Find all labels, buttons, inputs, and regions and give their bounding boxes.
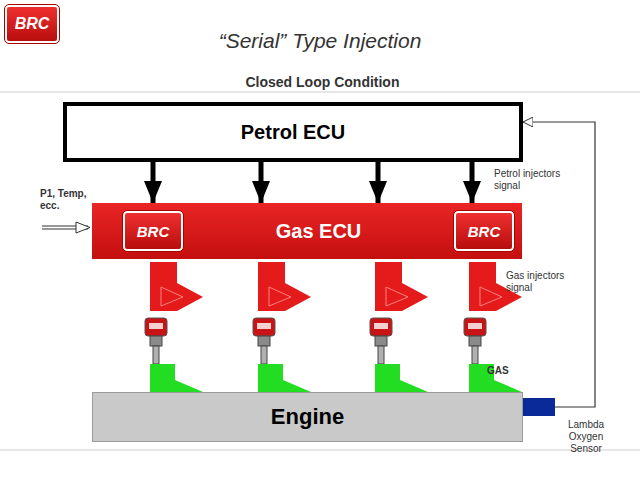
brand-logo: BRC — [123, 211, 183, 251]
input-arrowhead — [76, 222, 90, 233]
page-title: “Serial” Type Injection — [0, 28, 640, 54]
injector-figure — [253, 262, 311, 392]
feedback-line — [523, 122, 595, 407]
injector-figure — [370, 262, 428, 392]
panel-frame — [0, 92, 640, 450]
sensor-label: Lambda Oxygen Sensor — [556, 419, 616, 455]
node-title: Engine — [271, 404, 344, 430]
brand-logo: BRC — [5, 5, 59, 43]
lambda-sensor — [523, 398, 555, 416]
node-title: Petrol ECU — [241, 121, 345, 144]
gas-label: GAS — [487, 365, 527, 377]
engine-box: Engine — [92, 392, 523, 442]
signal-arrow — [376, 162, 381, 203]
petrol-ecu-box: Petrol ECU — [63, 102, 523, 162]
brand-logo: BRC — [454, 211, 514, 251]
input-signal-label: P1, Temp, ecc. — [40, 188, 88, 212]
injector-figure — [145, 262, 203, 392]
signal-label: Petrol injectors signal — [494, 168, 584, 192]
signal-arrow — [259, 162, 264, 203]
signal-arrow — [470, 162, 475, 203]
node-title: Gas ECU — [276, 220, 362, 243]
signal-label: Gas injectors signal — [506, 270, 588, 294]
signal-arrow — [151, 162, 156, 203]
gas-ecu-box: BRC Gas ECU BRC — [92, 203, 522, 259]
subtitle: Closed Loop Condition — [180, 74, 465, 91]
